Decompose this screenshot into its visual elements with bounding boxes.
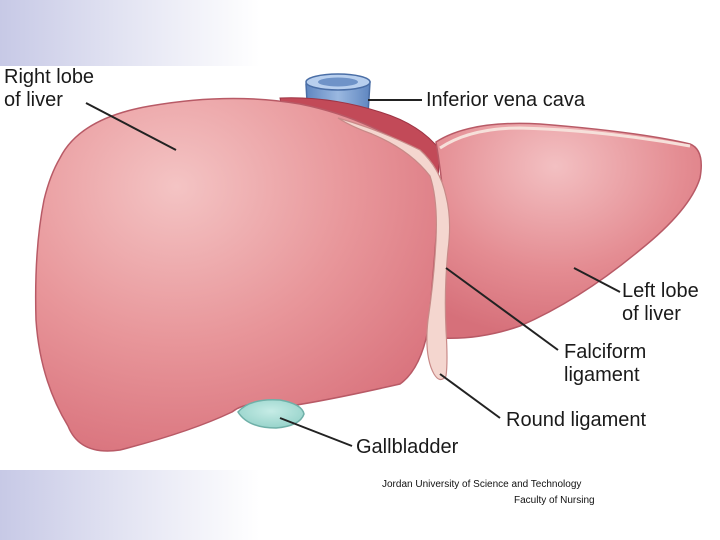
label-right-lobe-line1: Right lobe	[4, 66, 95, 88]
slide-top-band	[0, 0, 720, 66]
leader-left-lobe	[573, 267, 621, 293]
leader-gallbladder	[279, 417, 353, 447]
leader-falciform	[445, 267, 559, 351]
falciform-ligament-shape	[337, 117, 451, 381]
label-round-ligament: Round ligament	[506, 409, 647, 431]
label-left-lobe-line2: of liver	[622, 303, 681, 325]
leader-right-lobe	[85, 102, 177, 151]
leader-round-ligament	[439, 373, 501, 419]
slide-bottom-band	[0, 470, 720, 540]
label-falciform-line2: ligament	[564, 364, 640, 386]
right-lobe-shape	[34, 97, 439, 452]
leader-lines	[85, 99, 621, 447]
footer-institution: Jordan University of Science and Technol…	[382, 479, 582, 490]
left-lobe-rim	[439, 126, 691, 150]
label-falciform-line1: Falciform	[564, 341, 647, 363]
footer-faculty: Faculty of Nursing	[514, 495, 595, 506]
label-right-lobe-line2: of liver	[4, 89, 63, 111]
label-inferior-vena-cava: Inferior vena cava	[426, 89, 585, 111]
label-gallbladder: Gallbladder	[356, 436, 459, 458]
label-left-lobe-line1: Left lobe	[622, 280, 699, 302]
